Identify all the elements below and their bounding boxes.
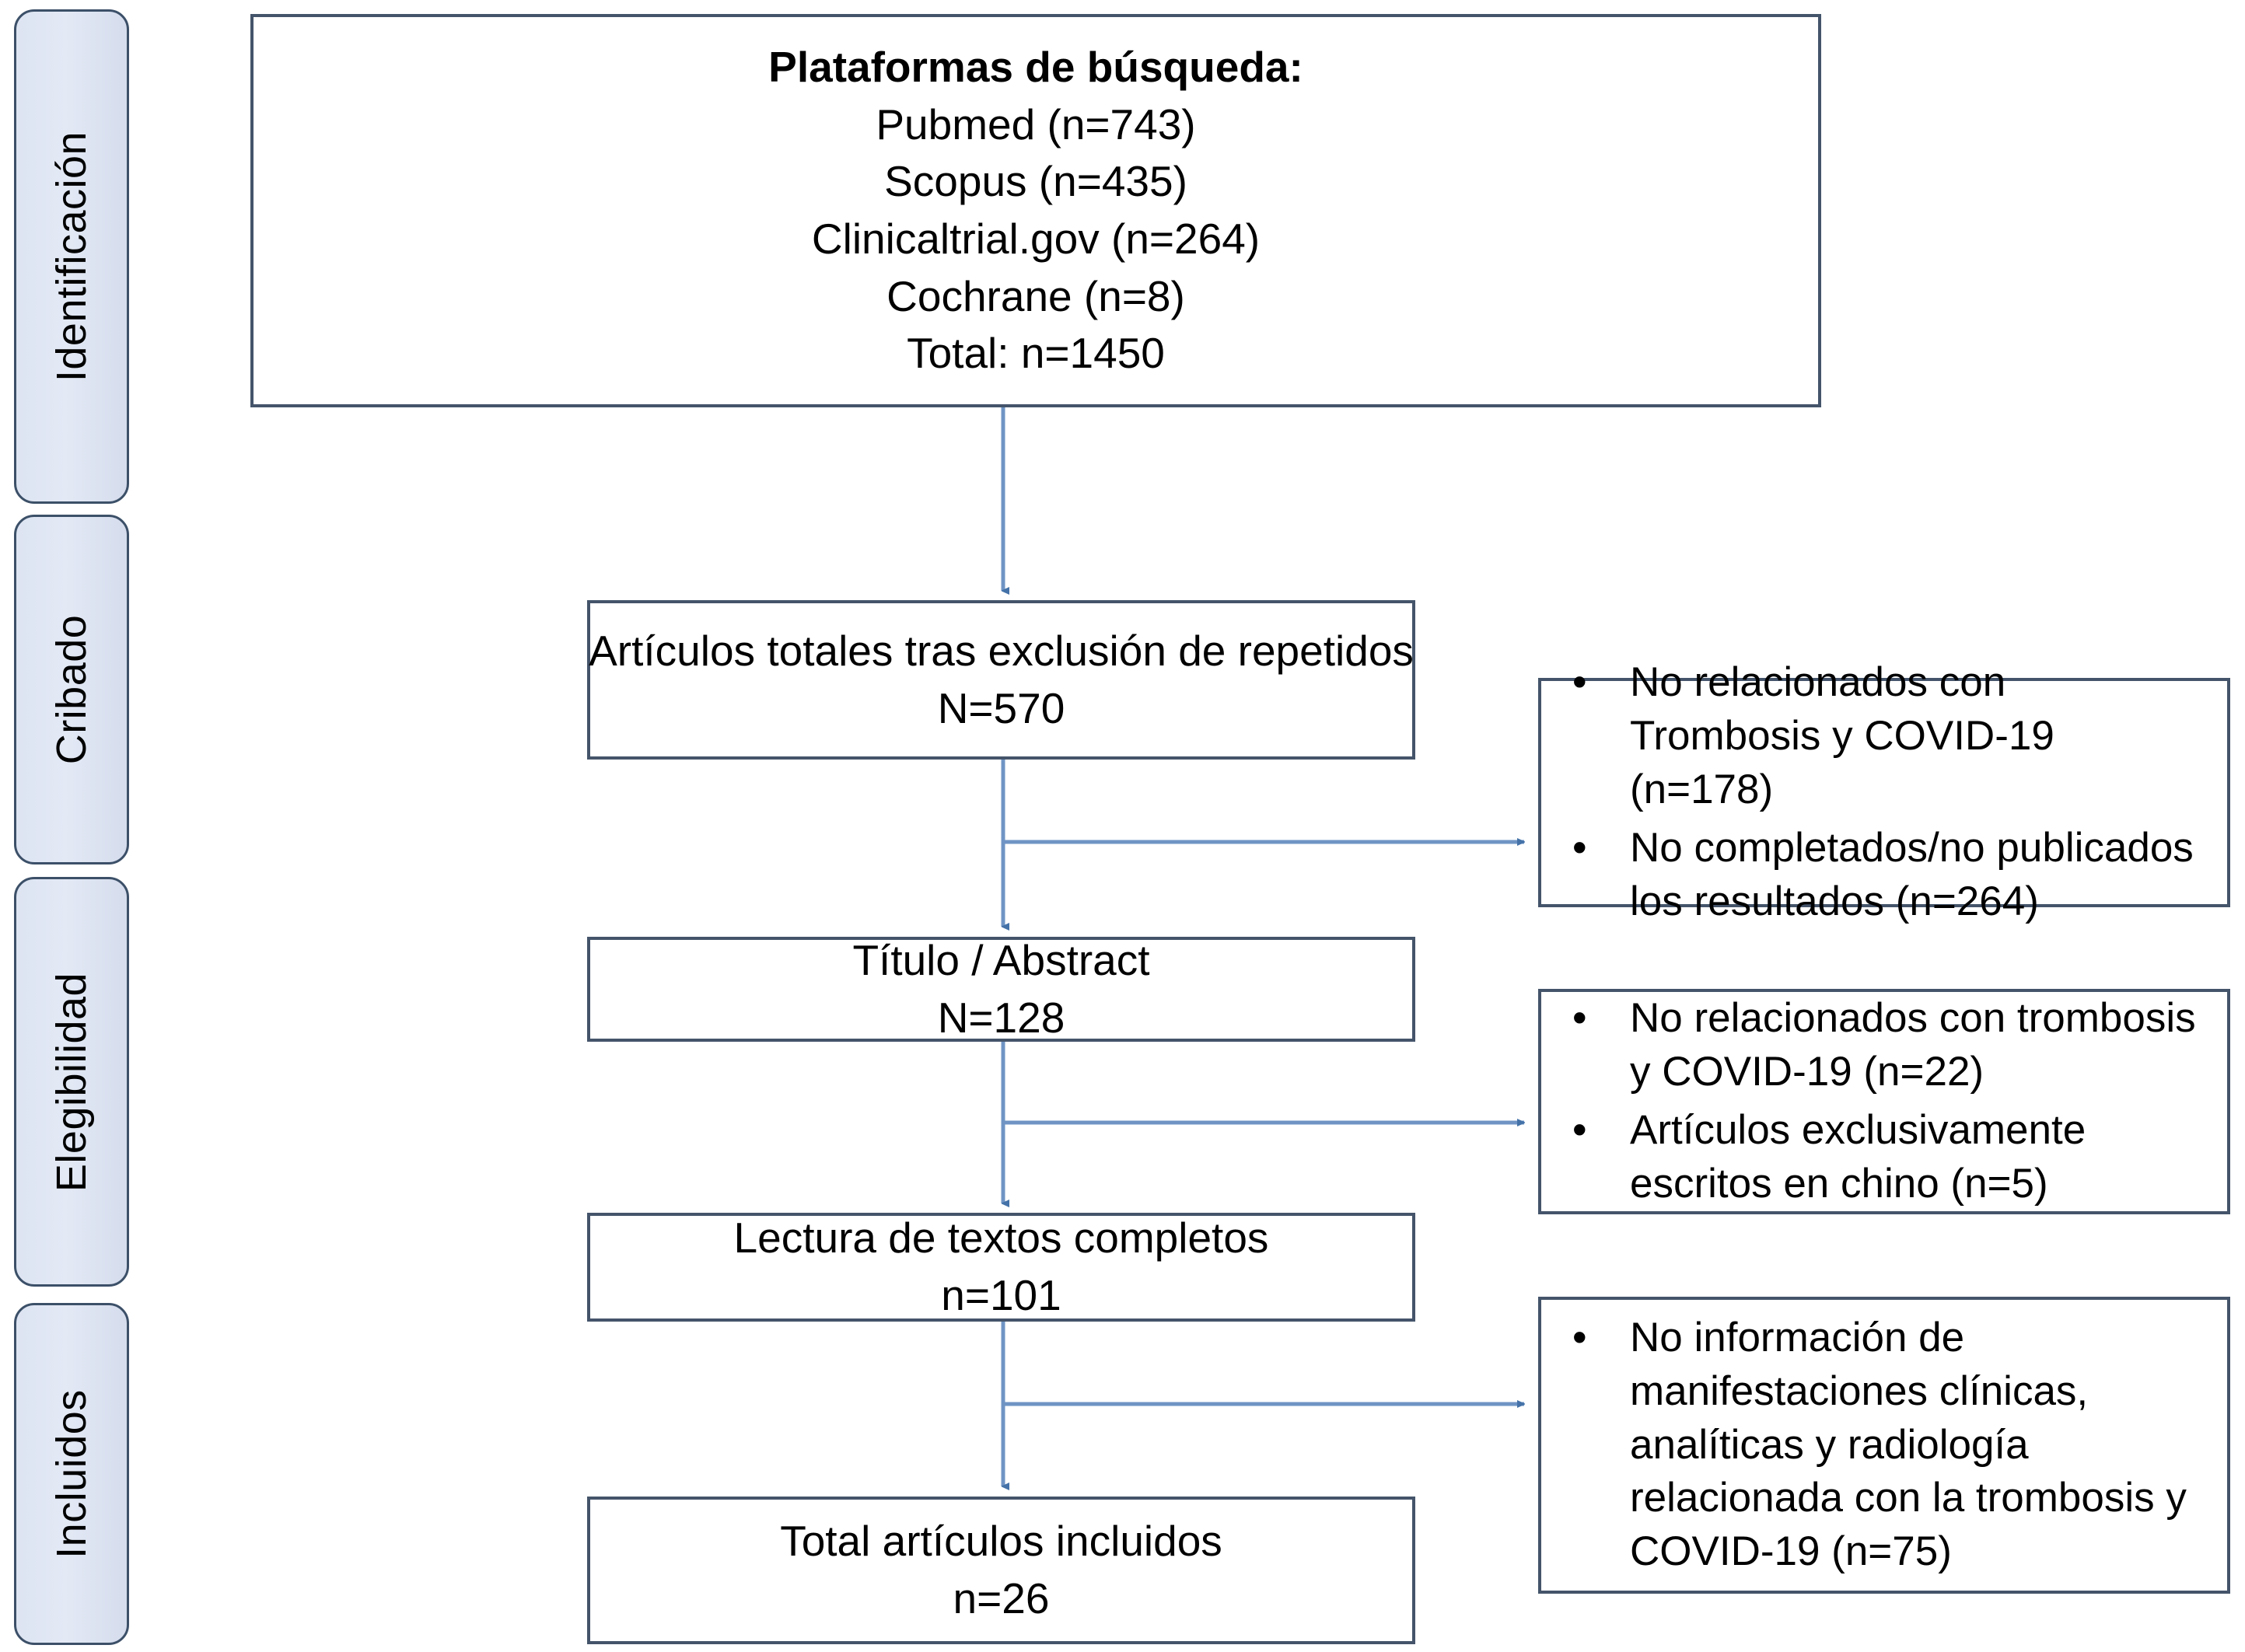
- exclusion-list: • No información de manifestaciones clín…: [1558, 1311, 2207, 1579]
- fulltext-box: Lectura de textos completos n=101: [587, 1213, 1415, 1322]
- box-line: Artículos totales tras exclusión de repe…: [589, 626, 1414, 675]
- bullet-icon: •: [1572, 659, 1587, 706]
- exclusion-list: • No relacionados con Trombosis y COVID-…: [1558, 656, 2207, 928]
- stage-tab-incluidos: Incluidos: [14, 1303, 129, 1645]
- box-line: Scopus (n=435): [884, 157, 1187, 206]
- list-item: • No información de manifestaciones clín…: [1558, 1311, 2207, 1579]
- bullet-icon: •: [1572, 1314, 1587, 1360]
- stage-tab-elegibilidad: Elegibilidad: [14, 877, 129, 1287]
- stage-tab-label: Elegibilidad: [48, 972, 95, 1192]
- box-line: Lectura de textos completos: [733, 1214, 1269, 1263]
- list-item: • No relacionados con Trombosis y COVID-…: [1558, 656, 2207, 817]
- box-line: Plataformas de búsqueda:: [768, 42, 1303, 91]
- search-platforms-box: Plataformas de búsqueda: Pubmed (n=743) …: [250, 14, 1821, 407]
- box-line: Total: n=1450: [907, 329, 1165, 378]
- box-line: N=570: [937, 683, 1065, 732]
- bullet-icon: •: [1572, 1107, 1587, 1153]
- box-line: Total artículos incluidos: [780, 1517, 1222, 1566]
- list-item: • No completados/no publicados los resul…: [1558, 822, 2207, 929]
- box-line: Clinicaltrial.gov (n=264): [811, 215, 1261, 263]
- exclusion-list: • No relacionados con trombosis y COVID-…: [1558, 992, 2207, 1211]
- stage-tab-label: Incluidos: [48, 1389, 95, 1559]
- stage-tab-cribado: Cribado: [14, 515, 129, 864]
- fulltext-exclusions-box: • No información de manifestaciones clín…: [1538, 1297, 2230, 1594]
- list-item-label: No relacionados con Trombosis y COVID-19…: [1630, 659, 2054, 813]
- box-line: n=101: [941, 1271, 1061, 1319]
- box-line: Cochrane (n=8): [886, 271, 1185, 320]
- box-line: Título / Abstract: [852, 935, 1150, 984]
- list-item-label: Artículos exclusivamente escritos en chi…: [1630, 1107, 2086, 1207]
- screening-exclusions-box: • No relacionados con Trombosis y COVID-…: [1538, 659, 2230, 924]
- bullet-icon: •: [1572, 995, 1587, 1042]
- deduplicated-box: Artículos totales tras exclusión de repe…: [587, 600, 1415, 760]
- list-item: • Artículos exclusivamente escritos en c…: [1558, 1104, 2207, 1211]
- box-line: Pubmed (n=743): [876, 100, 1196, 148]
- eligibility-exclusions-box: • No relacionados con trombosis y COVID-…: [1538, 989, 2230, 1214]
- box-line: n=26: [953, 1574, 1050, 1622]
- title-abstract-box: Título / Abstract N=128: [587, 936, 1415, 1042]
- list-item-label: No relacionados con trombosis y COVID-19…: [1630, 995, 2196, 1095]
- bullet-icon: •: [1572, 824, 1587, 871]
- list-item-label: No completados/no publicados los resulta…: [1630, 824, 2194, 924]
- list-item: • No relacionados con trombosis y COVID-…: [1558, 992, 2207, 1099]
- stage-tab-identificacion: Identificación: [14, 9, 129, 504]
- included-box: Total artículos incluidos n=26: [587, 1497, 1415, 1644]
- stage-tab-label: Cribado: [48, 614, 95, 765]
- stage-tab-label: Identificación: [48, 131, 95, 382]
- list-item-label: No información de manifestaciones clínic…: [1630, 1314, 2187, 1575]
- box-line: N=128: [937, 993, 1065, 1042]
